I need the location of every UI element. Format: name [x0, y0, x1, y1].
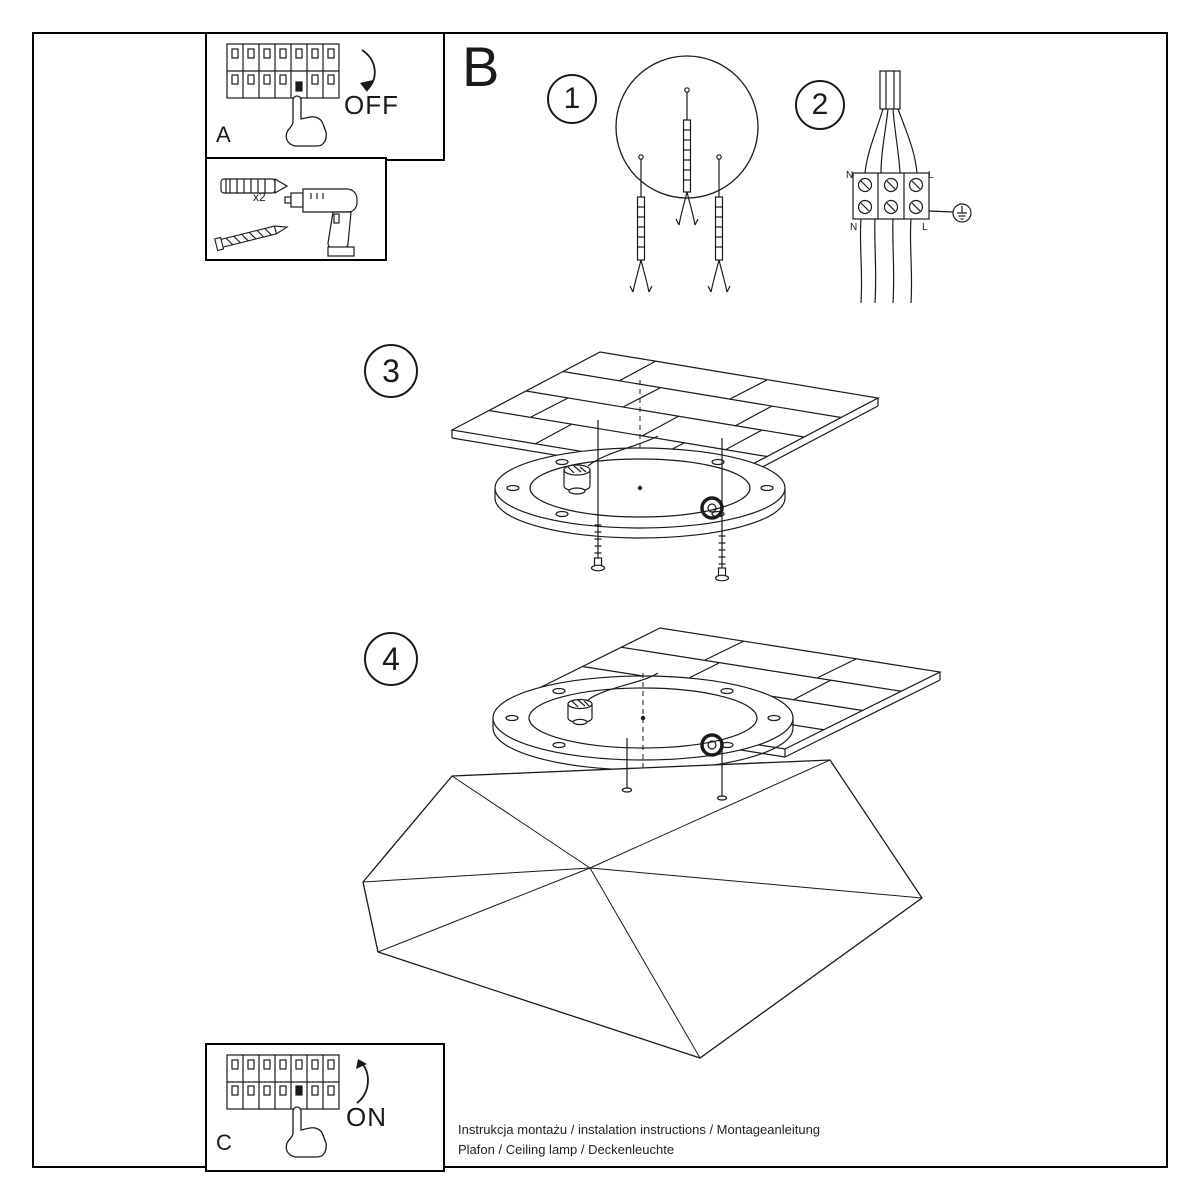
- hand-icon: [285, 95, 327, 147]
- wire-out-3: [892, 218, 895, 304]
- shade-screw-right-icon: [716, 748, 728, 801]
- step-1-badge: 1: [547, 74, 597, 124]
- ceiling-detail-circle: [615, 55, 759, 199]
- cable-gland-icon: [700, 733, 724, 757]
- screw-icon: [214, 225, 289, 252]
- anchor-center-icon: [675, 87, 699, 226]
- terminal-block-icon: [852, 172, 930, 220]
- lamp-socket-icon: [567, 672, 659, 726]
- mounting-screw-right-icon: [714, 438, 730, 582]
- page-border: [32, 32, 1168, 1168]
- neutral-label-bottom: N: [850, 222, 858, 233]
- hexagon-facet-lines: [362, 759, 923, 1059]
- wire-2: [880, 108, 889, 174]
- tool-quantity-label: x2: [253, 190, 266, 204]
- canopy-base-icon: [494, 447, 786, 539]
- power-on-panel: [205, 1043, 445, 1172]
- wire-out-2: [874, 218, 877, 304]
- live-label-top: L: [928, 170, 934, 181]
- tools-illustration: [214, 177, 358, 257]
- shade-screw-left-icon: [621, 738, 633, 793]
- footer-product-line: Plafon / Ceiling lamp / Deckenleuchte: [458, 1142, 675, 1157]
- drill-icon: [284, 188, 358, 257]
- wire-1: [864, 108, 884, 174]
- step-3-badge: 3: [364, 344, 418, 398]
- breaker-panel-icon: [226, 43, 340, 99]
- on-label: ON: [346, 1102, 387, 1132]
- step-2-badge: 2: [795, 80, 845, 130]
- tools-panel: [205, 157, 387, 261]
- wire-out-4: [909, 218, 913, 304]
- mounting-screw-left-icon: [590, 420, 606, 572]
- breaker-off-illustration: [226, 43, 376, 147]
- earth-symbol-icon: [928, 203, 972, 223]
- off-label: OFF: [344, 90, 399, 120]
- section-c-label: C: [216, 1130, 232, 1155]
- neutral-label-top: N: [846, 170, 854, 181]
- section-a-label: A: [216, 122, 231, 147]
- wiring-illustration: [852, 70, 972, 304]
- ceiling-anchors-illustration: [615, 55, 759, 293]
- hexagon-shade-icon: [362, 759, 923, 1059]
- on-arrow-icon: [356, 1059, 369, 1104]
- wire-3: [892, 108, 901, 174]
- off-arrow-icon: [360, 49, 376, 92]
- anchor-left-icon: [629, 154, 653, 293]
- wire-out-1: [859, 218, 863, 304]
- breaker-panel-icon: [226, 1054, 340, 1110]
- hand-icon: [285, 1106, 327, 1158]
- breaker-on-illustration: [226, 1054, 369, 1158]
- wire-4: [897, 108, 918, 174]
- live-label-bottom: L: [922, 222, 928, 233]
- canopy-mounting-illustration: [450, 351, 880, 582]
- power-off-panel: [205, 32, 445, 161]
- anchor-right-icon: [707, 154, 731, 293]
- wall-plug-icon: [220, 177, 289, 195]
- step-4-badge: 4: [364, 632, 418, 686]
- cable-sheath-icon: [879, 70, 901, 110]
- section-b-label: B: [462, 35, 500, 98]
- shade-mounting-illustration: [362, 627, 942, 1059]
- ceiling-board-icon: [450, 351, 880, 485]
- footer-instructions-line: Instrukcja montażu / instalation instruc…: [458, 1122, 821, 1137]
- lamp-socket-icon: [563, 435, 659, 495]
